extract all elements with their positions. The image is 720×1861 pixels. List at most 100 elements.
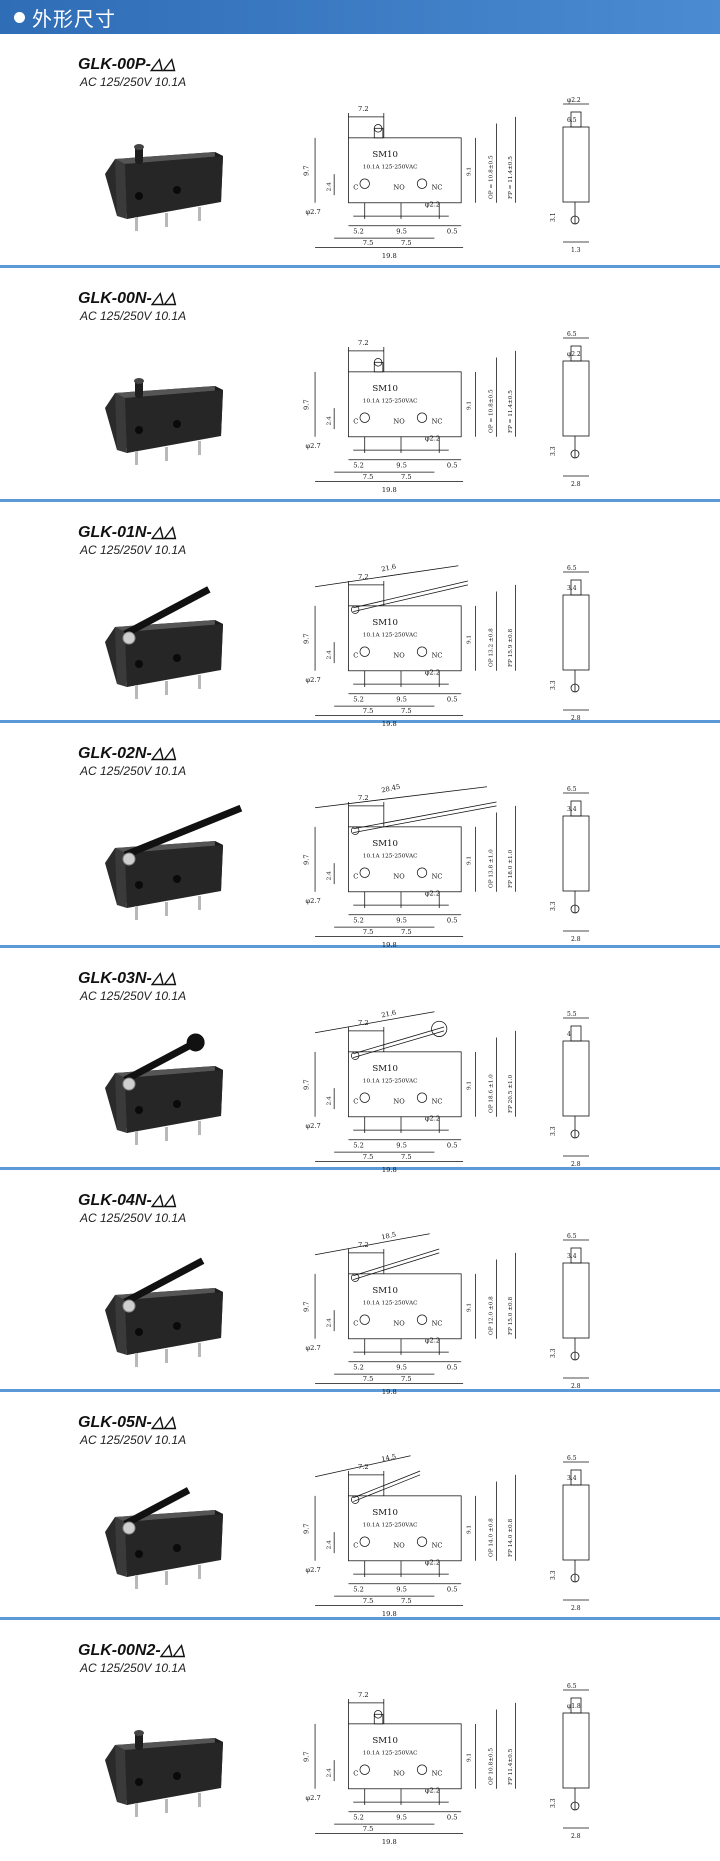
terminal-pin bbox=[165, 1799, 168, 1813]
terminal-pin bbox=[135, 906, 138, 920]
side-view-drawing bbox=[562, 337, 590, 477]
model-number: GLK-00N2-△△ bbox=[78, 1642, 186, 1659]
side-dimension-drawing: φ2.26.53.11.3 bbox=[550, 97, 590, 254]
terminal-c-label: C bbox=[353, 417, 358, 425]
terminal-pin bbox=[198, 207, 201, 221]
dim-operating-position: OP = 10.8±0.5 bbox=[489, 389, 495, 433]
electrical-rating: AC 125/250V 10.1A bbox=[80, 989, 187, 1003]
switch-photo bbox=[105, 1033, 223, 1145]
electrical-rating: AC 125/250V 10.1A bbox=[80, 543, 187, 557]
lever-pivot-icon bbox=[350, 1273, 360, 1282]
front-view-drawing bbox=[314, 113, 516, 249]
dim-hole-left: φ2.7 bbox=[306, 1566, 321, 1574]
drawing-rating: 10.1A 125-250VAC bbox=[363, 1300, 418, 1306]
hole-nc-icon bbox=[416, 1314, 428, 1325]
dim-lever-length: 28.45 bbox=[381, 783, 401, 795]
front-view-drawing bbox=[314, 347, 516, 483]
side-dim-width: 4 bbox=[567, 1031, 571, 1038]
dim-pitch-1: 7.5 bbox=[363, 928, 374, 936]
drawing-rating: 10.1A 125-250VAC bbox=[363, 398, 418, 404]
dim-height-2: 9.1 bbox=[467, 1081, 473, 1090]
front-view-drawing bbox=[314, 1011, 516, 1163]
terminal-nc-label: NC bbox=[432, 183, 443, 191]
actuator-lever bbox=[123, 1257, 205, 1306]
dim-lever-length: 18.5 bbox=[381, 1231, 397, 1242]
dim-free-position: FP 11.4±0.5 bbox=[508, 1748, 514, 1785]
terminal-pin bbox=[165, 447, 168, 461]
switch-body-top bbox=[115, 1288, 223, 1300]
dim-hole-left: φ2.7 bbox=[306, 1794, 321, 1802]
terminal-c-label: C bbox=[353, 183, 358, 191]
terminal-pin bbox=[198, 1793, 201, 1807]
dim-base-2: 9.5 bbox=[396, 1141, 407, 1149]
product-photo bbox=[105, 144, 223, 231]
mounting-hole-icon bbox=[135, 1778, 143, 1786]
side-dim-width: 6.5 bbox=[567, 117, 577, 124]
body-outline bbox=[348, 826, 462, 893]
side-dim-top: φ2.2 bbox=[567, 97, 581, 104]
product-photo bbox=[105, 1033, 223, 1145]
product-photo bbox=[105, 586, 223, 699]
terminal-pin bbox=[135, 1353, 138, 1367]
side-plunger-outline bbox=[570, 1469, 582, 1486]
dim-pitch-2: 7.5 bbox=[401, 1597, 412, 1605]
hole-c-icon bbox=[359, 1536, 370, 1547]
side-terminal-hole-icon bbox=[570, 1129, 580, 1139]
switch-body-front bbox=[115, 393, 127, 453]
terminal-c-label: C bbox=[353, 1097, 358, 1105]
side-dim-base: 1.3 bbox=[571, 247, 581, 254]
dim-base-1: 5.2 bbox=[353, 1813, 364, 1821]
dim-offset: 2.4 bbox=[326, 416, 332, 425]
dim-operating-position: OP 13.8 ±1.0 bbox=[489, 849, 495, 888]
dim-free-position: FP 15.0 ±0.8 bbox=[508, 1297, 514, 1335]
lever-pivot-icon bbox=[122, 1521, 136, 1535]
dim-base-2: 9.5 bbox=[396, 1585, 407, 1593]
dim-top-width: 7.2 bbox=[358, 1241, 369, 1249]
dim-base-1: 5.2 bbox=[353, 1141, 364, 1149]
dim-operating-position: OP 10.8±0.5 bbox=[489, 1748, 495, 1785]
dim-base-3: 0.5 bbox=[447, 1585, 458, 1593]
plunger bbox=[135, 380, 143, 398]
dim-pitch-1: 7.5 bbox=[363, 1597, 374, 1605]
dim-pitch-1: 7.5 bbox=[363, 1375, 374, 1383]
terminal-no-label: NO bbox=[393, 1097, 405, 1105]
electrical-rating: AC 125/250V 10.1A bbox=[80, 75, 187, 89]
terminal-pin bbox=[165, 1127, 168, 1141]
side-dim-height: 3.3 bbox=[550, 1570, 557, 1580]
mounting-hole-icon bbox=[173, 1322, 181, 1330]
plunger-top bbox=[134, 1730, 144, 1736]
side-dim-top: 6.5 bbox=[567, 565, 577, 572]
terminal-pin bbox=[198, 896, 201, 910]
dim-base-1: 5.2 bbox=[353, 916, 364, 924]
side-dim-top: 6.5 bbox=[567, 1683, 577, 1690]
dim-base-3: 0.5 bbox=[447, 227, 458, 235]
side-dimension-drawing: 5.543.32.8 bbox=[550, 1011, 590, 1168]
side-terminal-hole-icon bbox=[570, 1801, 580, 1811]
terminal-nc-label: NC bbox=[432, 872, 443, 880]
drawing-brand: SM10 bbox=[372, 384, 398, 394]
side-plunger-outline bbox=[570, 1247, 582, 1264]
electrical-rating: AC 125/250V 10.1A bbox=[80, 764, 187, 778]
dim-offset: 2.4 bbox=[326, 871, 332, 880]
side-dim-base: 2.8 bbox=[571, 1833, 581, 1840]
side-dim-top: 6.5 bbox=[567, 786, 577, 793]
hole-c-icon bbox=[359, 1764, 370, 1775]
mounting-hole-icon bbox=[135, 1106, 143, 1114]
side-dim-width: 3.4 bbox=[567, 1475, 577, 1482]
side-plunger-outline bbox=[570, 800, 582, 817]
dim-offset: 2.4 bbox=[326, 1318, 332, 1327]
front-view-drawing bbox=[314, 1699, 516, 1835]
dim-base-3: 0.5 bbox=[447, 1813, 458, 1821]
dim-free-position: FP 20.5 ±1.0 bbox=[508, 1075, 514, 1113]
side-body-outline bbox=[562, 815, 590, 892]
product-photo bbox=[105, 1730, 223, 1817]
drawing-brand: SM10 bbox=[372, 1508, 398, 1518]
mounting-hole-icon bbox=[135, 660, 143, 668]
dim-offset: 2.4 bbox=[326, 182, 332, 191]
